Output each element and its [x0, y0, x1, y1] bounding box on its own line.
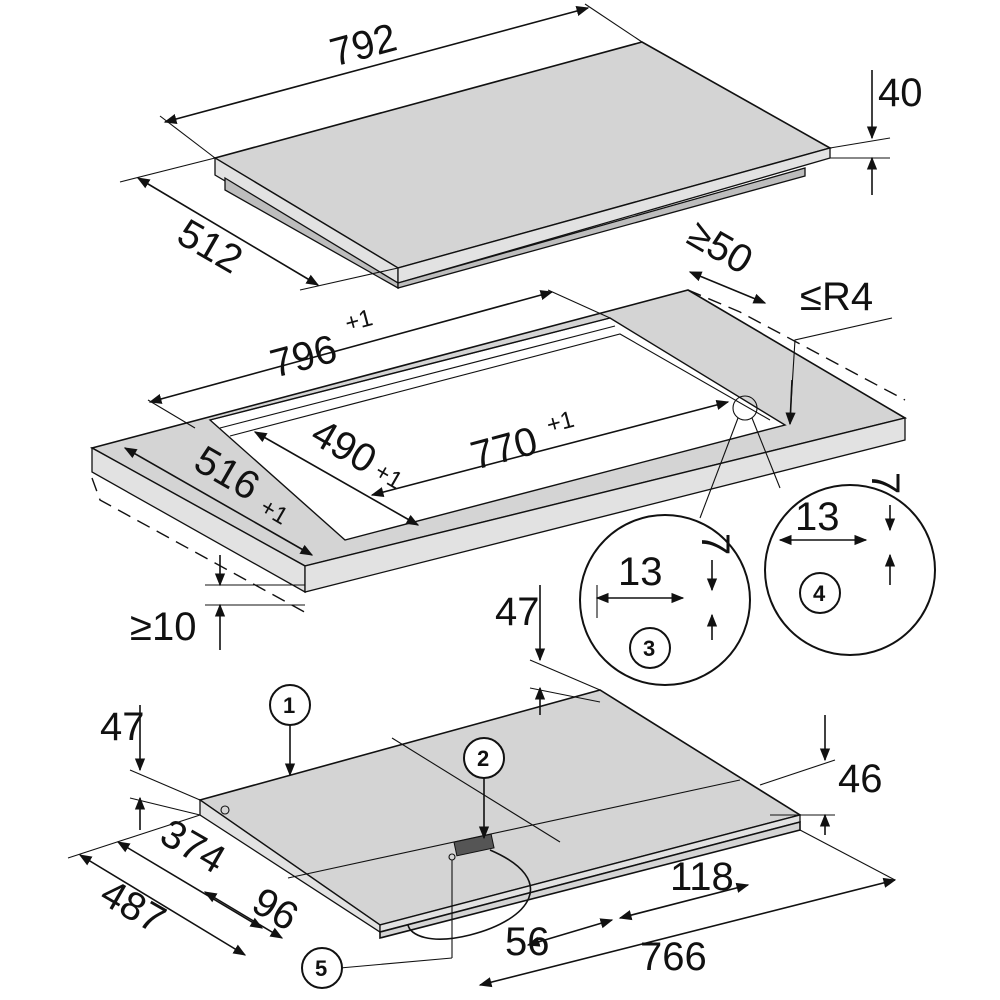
label-leR4: ≤R4 [800, 275, 873, 319]
callout-2: 2 [477, 746, 489, 771]
label-detail4-7: 7 [863, 472, 907, 494]
dim-unit-width: 766 [478, 829, 897, 988]
callout-3: 3 [643, 636, 655, 661]
callout-5: 5 [315, 956, 327, 981]
label-512: 512 [170, 211, 250, 282]
callout-5-group: 5 [301, 860, 453, 989]
dim-front-clearance: ≥10 [130, 555, 305, 650]
label-46: 46 [838, 757, 883, 801]
label-detail3-7: 7 [693, 533, 737, 555]
label-118: 118 [670, 855, 734, 899]
dim-offset-front: 96 [203, 879, 306, 940]
dim-offset-connector: 56 [505, 918, 614, 964]
label-487: 487 [93, 871, 173, 942]
label-ge10: ≥10 [130, 605, 196, 649]
dim-corner-radius: ≤R4 [732, 275, 893, 426]
dim-unit-height-front: 47 [100, 705, 201, 830]
dim-hob-thickness: 40 [829, 70, 923, 195]
label-detail4-13: 13 [795, 495, 840, 539]
callout-1-group: 1 [269, 684, 311, 777]
label-47-rear: 47 [495, 590, 540, 634]
label-766: 766 [640, 935, 707, 979]
label-796: 796 [266, 327, 342, 387]
dim-unit-height-right: 46 [759, 715, 883, 835]
label-56: 56 [505, 920, 550, 964]
label-792: 792 [325, 16, 401, 76]
label-40: 40 [878, 71, 923, 115]
detail-4: 13 7 4 [764, 472, 936, 656]
callout-2-group: 2 [463, 737, 505, 840]
label-47-front: 47 [100, 705, 145, 749]
detail-3: 13 7 3 [579, 514, 751, 686]
label-96: 96 [245, 879, 306, 939]
label-796-tol: +1 [342, 304, 375, 337]
dim-rear-clearance: ≥50 [680, 212, 767, 304]
callout-1: 1 [283, 693, 295, 718]
dim-unit-height-rear: 47 [495, 585, 601, 715]
callout-4: 4 [813, 581, 826, 606]
label-detail3-13: 13 [618, 550, 663, 594]
